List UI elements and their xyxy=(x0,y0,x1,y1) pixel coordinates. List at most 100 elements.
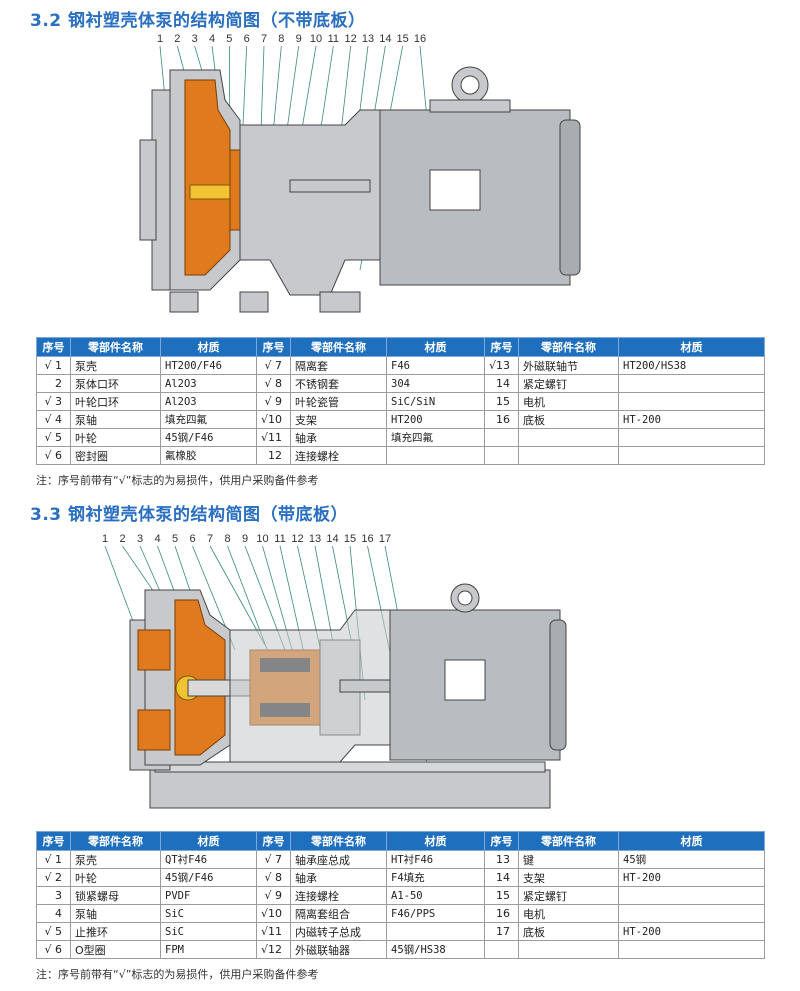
table-header: 序号 xyxy=(36,337,71,357)
cell-name: 叶轮瓷管 xyxy=(290,392,387,411)
table-header: 材质 xyxy=(386,831,485,851)
cell-no: √13 xyxy=(484,356,519,375)
table-header: 序号 xyxy=(36,831,71,851)
section2-title: 3.3 钢衬塑壳体泵的结构简图（带底板） xyxy=(30,505,349,525)
cell-name xyxy=(518,940,619,959)
cell-no: 17 xyxy=(484,922,519,941)
cell-mat xyxy=(618,886,765,905)
cell-mat: 45钢 xyxy=(618,850,765,869)
callout-label: 1 xyxy=(102,533,108,545)
cell-no: √ 9 xyxy=(256,392,291,411)
cell-no: √ 9 xyxy=(256,886,291,905)
callout-label: 2 xyxy=(119,533,125,545)
callout-label: 10 xyxy=(310,33,322,45)
pump-casing xyxy=(139,69,269,313)
cell-mat: SiC/SiN xyxy=(386,392,485,411)
cell-no: √ 6 xyxy=(36,940,71,959)
cell-no: 14 xyxy=(484,374,519,393)
cell-mat: F46/PPS xyxy=(386,904,485,923)
cell-mat xyxy=(618,428,765,447)
cell-mat: 填充四氟 xyxy=(386,428,485,447)
table-header: 序号 xyxy=(256,831,291,851)
callout-label: 13 xyxy=(309,533,321,545)
cell-mat: SiC xyxy=(160,922,257,941)
callout-label: 5 xyxy=(172,533,178,545)
cell-name: 轴承 xyxy=(290,428,387,447)
table-header: 序号 xyxy=(484,831,519,851)
cell-mat xyxy=(618,392,765,411)
cell-no: 15 xyxy=(484,392,519,411)
cell-name: 叶轮口环 xyxy=(70,392,161,411)
callout-label: 14 xyxy=(326,533,338,545)
callout-label: 12 xyxy=(291,533,303,545)
cell-no xyxy=(484,940,519,959)
motor xyxy=(379,66,581,286)
cell-no: √ 4 xyxy=(36,410,71,429)
callout-label: 9 xyxy=(296,33,302,45)
cell-mat: HT衬F46 xyxy=(386,850,485,869)
note-2: 注：序号前带有“√”标志的为易损件，供用户采购备件参考 xyxy=(36,968,319,981)
base-plate xyxy=(149,761,551,809)
callout-label: 7 xyxy=(261,33,267,45)
cell-no: √ 1 xyxy=(36,850,71,869)
callout-label: 6 xyxy=(244,33,250,45)
table-header: 材质 xyxy=(618,831,765,851)
cell-name: 隔离套组合 xyxy=(290,904,387,923)
cell-mat: FPM xyxy=(160,940,257,959)
cell-name xyxy=(518,446,619,465)
callout-label: 3 xyxy=(192,33,198,45)
cell-mat: Al2O3 xyxy=(160,374,257,393)
cell-mat: SiC xyxy=(160,904,257,923)
cell-mat xyxy=(618,940,765,959)
cell-mat xyxy=(386,446,485,465)
cell-mat: 45钢/F46 xyxy=(160,428,257,447)
cell-mat: Al2O3 xyxy=(160,392,257,411)
cell-no: √ 8 xyxy=(256,868,291,887)
callout-label: 16 xyxy=(414,33,426,45)
cell-name: 叶轮 xyxy=(70,868,161,887)
cell-no: 2 xyxy=(36,374,71,393)
cell-name: 外磁联轴器 xyxy=(290,940,387,959)
table-header: 零部件名称 xyxy=(70,831,161,851)
note-1: 注：序号前带有“√”标志的为易损件，供用户采购备件参考 xyxy=(36,474,319,487)
callout-label: 8 xyxy=(278,33,284,45)
bracket-2 xyxy=(229,609,396,763)
bracket xyxy=(239,109,381,313)
cell-no: 13 xyxy=(484,850,519,869)
callout-label: 4 xyxy=(209,33,215,45)
cell-no: 14 xyxy=(484,868,519,887)
table-header: 材质 xyxy=(160,337,257,357)
cell-no: 4 xyxy=(36,904,71,923)
cell-no xyxy=(484,446,519,465)
callout-label: 9 xyxy=(242,533,248,545)
cell-mat: 45钢/F46 xyxy=(160,868,257,887)
cell-no: √12 xyxy=(256,940,291,959)
callout-label: 4 xyxy=(154,533,160,545)
callout-label: 15 xyxy=(344,533,356,545)
cell-mat: QT衬F46 xyxy=(160,850,257,869)
cell-no: √ 6 xyxy=(36,446,71,465)
cell-name: 支架 xyxy=(518,868,619,887)
table-header: 零部件名称 xyxy=(290,337,387,357)
cell-name: 底板 xyxy=(518,922,619,941)
cell-mat: HT-200 xyxy=(618,868,765,887)
cell-no: √ 5 xyxy=(36,922,71,941)
cell-name: 泵壳 xyxy=(70,356,161,375)
cell-name: 隔离套 xyxy=(290,356,387,375)
section1-title: 3.2 钢衬塑壳体泵的结构简图（不带底板） xyxy=(30,11,366,31)
cell-name: 叶轮 xyxy=(70,428,161,447)
table-header: 材质 xyxy=(618,337,765,357)
cell-mat: 45钢/HS38 xyxy=(386,940,485,959)
cell-no: √11 xyxy=(256,922,291,941)
